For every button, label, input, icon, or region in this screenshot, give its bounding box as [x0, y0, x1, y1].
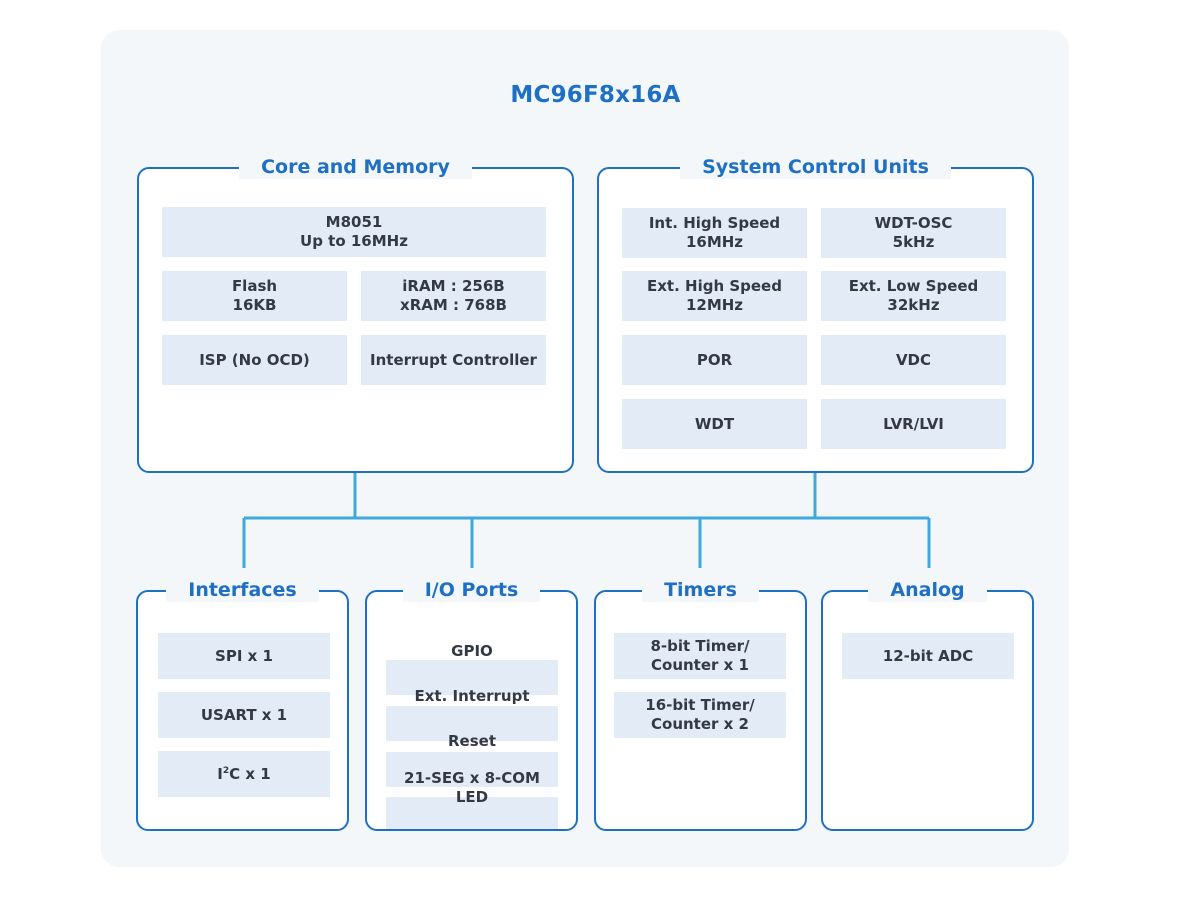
system-control-title: System Control Units [680, 155, 951, 179]
spi-block: SPI x 1 [158, 633, 330, 679]
timer-16bit-block: 16-bit Timer/ Counter x 2 [614, 692, 786, 738]
wdt-osc-block: WDT-OSC 5kHz [821, 208, 1006, 258]
io-ports-title: I/O Ports [402, 578, 541, 602]
ext-high-speed-block: Ext. High Speed 12MHz [622, 271, 807, 321]
por-block: POR [622, 335, 807, 385]
lvr-lvi-block: LVR/LVI [821, 399, 1006, 449]
m8051-block: M8051 Up to 16MHz [162, 207, 546, 257]
chip-title: MC96F8x16A [510, 82, 681, 108]
analog-group: Analog [821, 578, 1034, 831]
io-cell-bg-3 [386, 752, 558, 787]
ram-block: iRAM : 256B xRAM : 768B [361, 271, 546, 321]
interfaces-title: Interfaces [166, 578, 319, 602]
flash-block: Flash 16KB [162, 271, 347, 321]
timers-title: Timers [642, 578, 759, 602]
io-cell-bg-4 [386, 797, 558, 829]
io-cell-bg-2 [386, 706, 558, 741]
interrupt-controller-block: Interrupt Controller [361, 335, 546, 385]
adc-block: 12-bit ADC [842, 633, 1014, 679]
ext-low-speed-block: Ext. Low Speed 32kHz [821, 271, 1006, 321]
vdc-block: VDC [821, 335, 1006, 385]
seg-led-label: 21-SEG x 8-COM LED [404, 769, 540, 806]
int-high-speed-block: Int. High Speed 16MHz [622, 208, 807, 258]
gpio-label: GPIO [451, 642, 493, 660]
reset-label: Reset [448, 732, 496, 750]
io-cell-bg-1 [386, 660, 558, 695]
usart-block: USART x 1 [158, 692, 330, 738]
isp-block: ISP (No OCD) [162, 335, 347, 385]
i2c-block: I2C x 1 [158, 751, 330, 797]
core-memory-title: Core and Memory [239, 155, 472, 179]
analog-title: Analog [868, 578, 987, 602]
timer-8bit-block: 8-bit Timer/ Counter x 1 [614, 633, 786, 679]
ext-interrupt-label: Ext. Interrupt [414, 687, 530, 705]
wdt-block: WDT [622, 399, 807, 449]
